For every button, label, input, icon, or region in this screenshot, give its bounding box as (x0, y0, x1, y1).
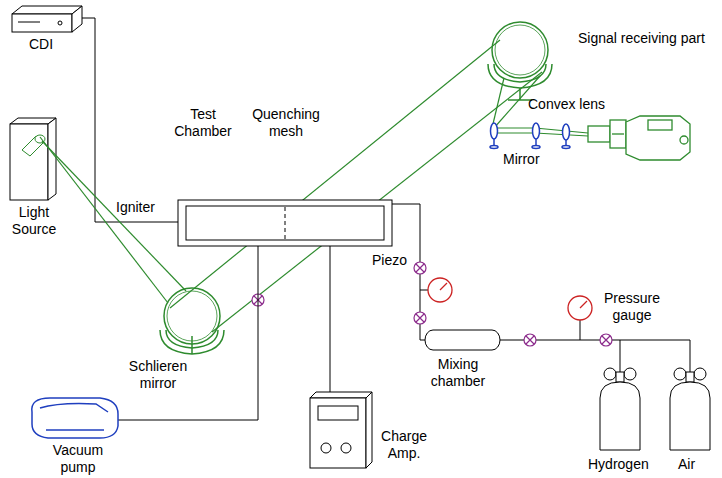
vacuum-line (118, 246, 258, 420)
part-label: Light Source (3, 204, 65, 238)
part-label: Convex lens (528, 96, 605, 113)
schlieren-mirror (488, 22, 552, 100)
cdi-unit (12, 6, 82, 32)
part-label: Mixing chamber (422, 356, 494, 390)
convex-lens (532, 123, 570, 149)
part-label: Charge Amp. (376, 428, 432, 462)
part-label: Hydrogen (588, 456, 649, 473)
signal-wire (330, 246, 331, 392)
part-label: CDI (16, 36, 66, 53)
part-label: Air (678, 456, 695, 473)
light-beam (40, 40, 588, 332)
pressure-gauge (428, 278, 592, 320)
camera (588, 116, 690, 160)
part-label: Signal receiving part (578, 30, 705, 47)
part-label: Schlieren mirror (118, 358, 198, 392)
charge-amplifier (310, 392, 372, 468)
mixing-chamber (425, 330, 500, 350)
part-label: Vacuum pump (46, 442, 110, 476)
light-source (10, 118, 56, 200)
part-label: Igniter (116, 199, 155, 216)
schlieren-mirror (160, 288, 224, 354)
part-label: Piezo (372, 252, 407, 269)
gas-cylinder (600, 368, 710, 450)
part-label: Quenching mesh (240, 106, 332, 140)
part-label: Pressure gauge (596, 290, 668, 324)
vacuum-pump (32, 398, 118, 438)
part-label: Test Chamber (168, 106, 238, 140)
part-label: Mirror (503, 151, 540, 168)
cdi-wire (82, 18, 178, 222)
small-mirror (490, 123, 498, 149)
gas-line (392, 204, 690, 372)
test-chamber (178, 200, 392, 246)
